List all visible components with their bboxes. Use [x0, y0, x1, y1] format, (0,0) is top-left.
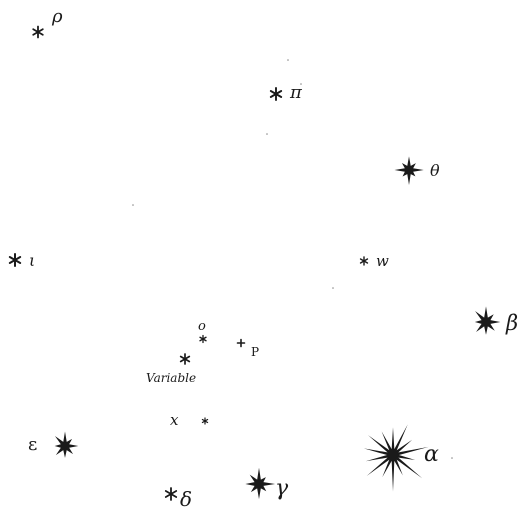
faint-speck [266, 133, 268, 135]
star-x [202, 418, 207, 424]
star-gamma [245, 468, 275, 499]
label-rho: ρ [51, 6, 63, 27]
faint-speck [287, 59, 289, 61]
faint-speck [132, 204, 134, 206]
star-alpha [364, 424, 429, 491]
label-pi: π [289, 82, 303, 103]
label-iota: ι [29, 251, 35, 270]
star-delta [166, 488, 176, 500]
label-o: o [198, 319, 206, 334]
label-w: w [376, 252, 389, 270]
star-o [200, 336, 206, 343]
star-epsilon [55, 432, 79, 458]
label-p: P [251, 345, 259, 359]
label-delta: δ [180, 487, 192, 511]
faint-speck [332, 287, 334, 289]
label-variable: Variable [146, 371, 196, 385]
star-pi [271, 88, 281, 100]
star-iota [10, 254, 20, 266]
star-p [238, 340, 245, 347]
label-alpha: α [424, 442, 439, 467]
label-gamma: γ [275, 476, 289, 501]
star-variable [181, 354, 190, 364]
label-epsilon: ε [28, 434, 37, 455]
label-theta: θ [430, 161, 440, 180]
star-w [361, 257, 368, 265]
faint-speck [451, 457, 453, 459]
star-theta [394, 156, 423, 185]
label-beta: β [505, 311, 518, 335]
star-beta [475, 306, 501, 334]
label-x: x [170, 411, 179, 429]
star-rho [33, 27, 43, 38]
